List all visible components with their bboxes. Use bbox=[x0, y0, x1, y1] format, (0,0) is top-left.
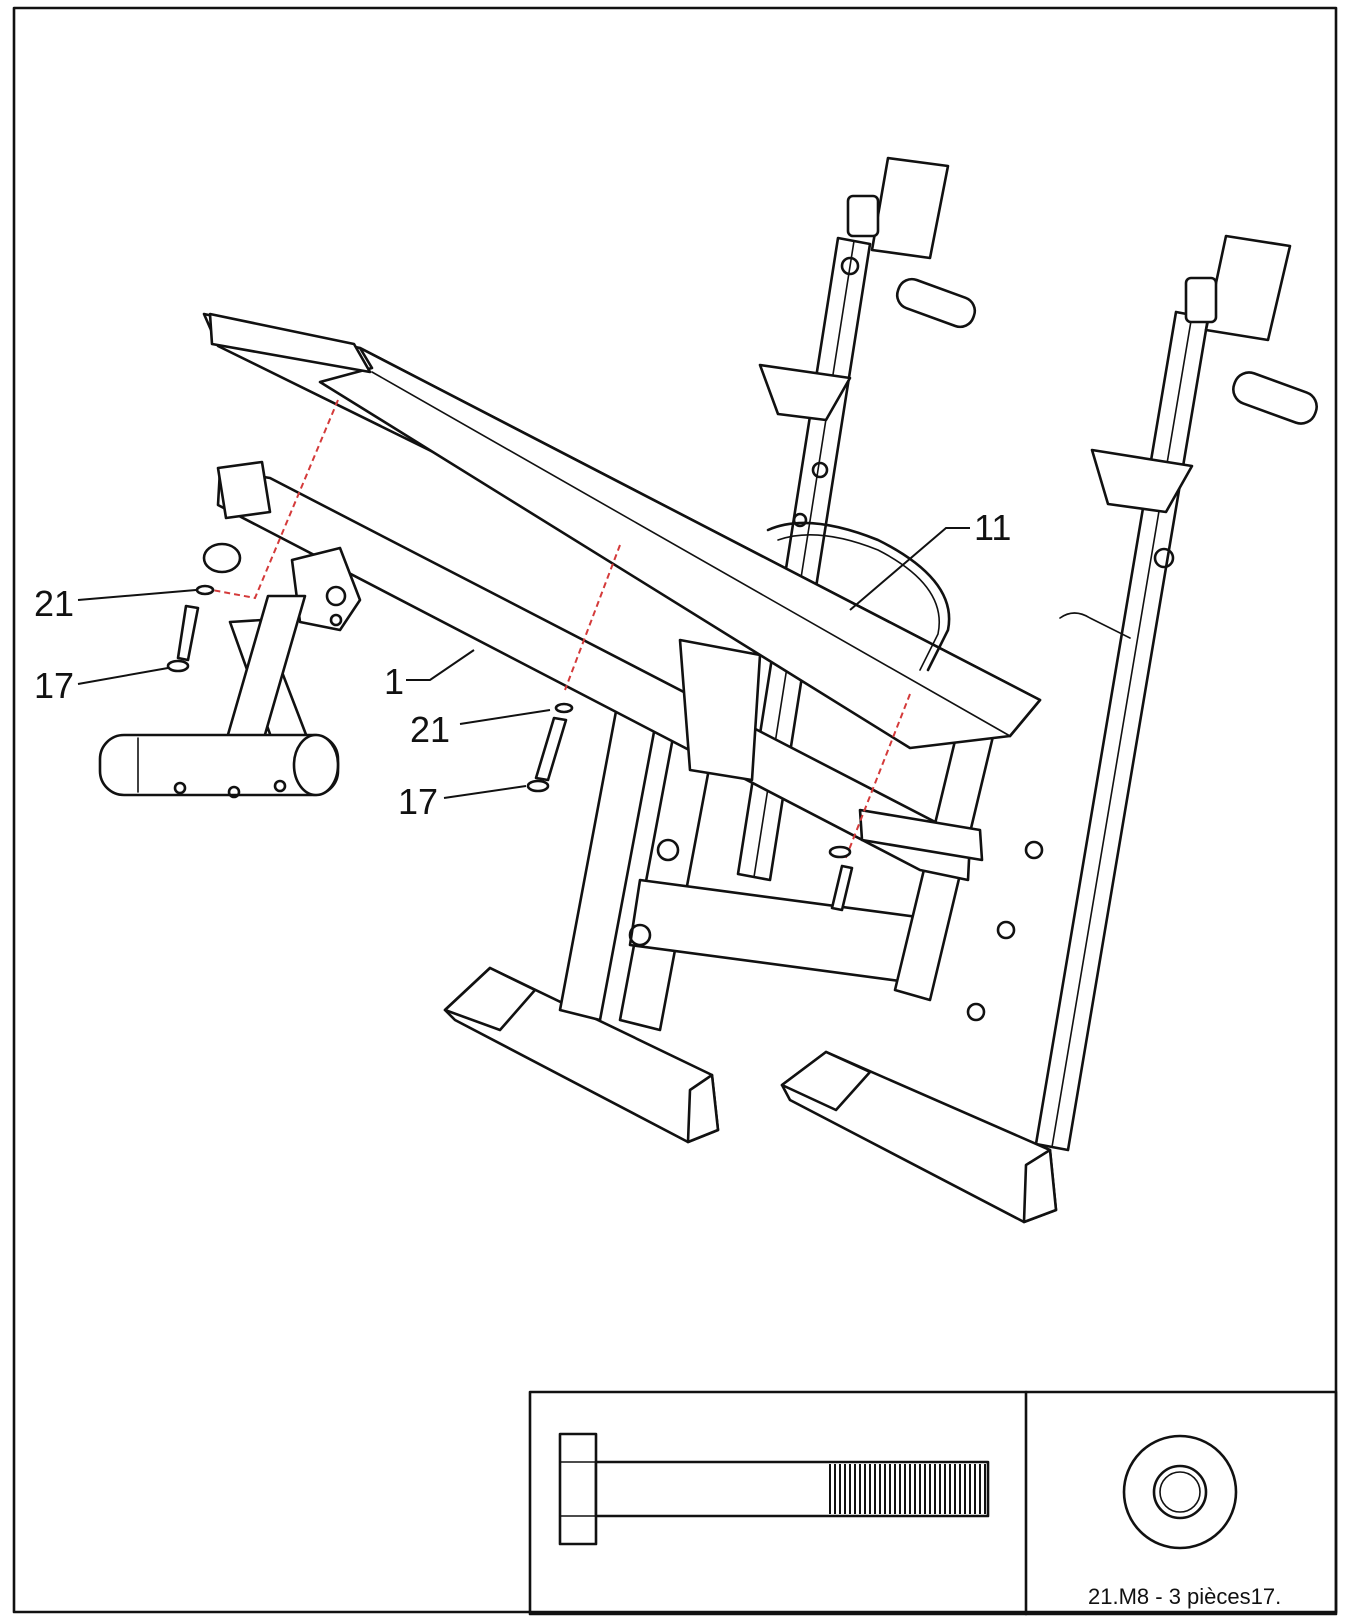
callout-pad: 11 bbox=[849, 507, 1011, 611]
label-11: 11 bbox=[974, 507, 1011, 548]
callout-bolt-left: 17 bbox=[34, 665, 169, 706]
label-21-mid: 21 bbox=[410, 709, 450, 750]
upright-rear bbox=[736, 156, 977, 882]
base-feet bbox=[443, 688, 1058, 1224]
callout-washer-left: 21 bbox=[34, 583, 197, 624]
washer-illustration bbox=[1122, 1434, 1238, 1550]
seat-pad bbox=[202, 312, 1042, 750]
callout-frame: 1 bbox=[384, 649, 475, 702]
label-21-left: 21 bbox=[34, 583, 74, 624]
hardware-caption: 21.M8 - 3 pièces17. bbox=[1088, 1584, 1281, 1609]
label-17-mid: 17 bbox=[398, 781, 438, 822]
assembly-guides bbox=[166, 399, 911, 912]
leg-roller bbox=[98, 594, 340, 799]
callout-bolt-mid: 17 bbox=[398, 781, 527, 822]
bench-frame bbox=[202, 460, 984, 882]
label-17-left: 17 bbox=[34, 665, 74, 706]
bolt-illustration bbox=[558, 1432, 990, 1546]
upright-front bbox=[966, 234, 1318, 1152]
label-1: 1 bbox=[384, 661, 404, 702]
callout-washer-mid: 21 bbox=[410, 709, 551, 750]
hardware-box: 21.M8 - 3 pièces17. bbox=[528, 1390, 1338, 1616]
page-border bbox=[12, 6, 1338, 1614]
